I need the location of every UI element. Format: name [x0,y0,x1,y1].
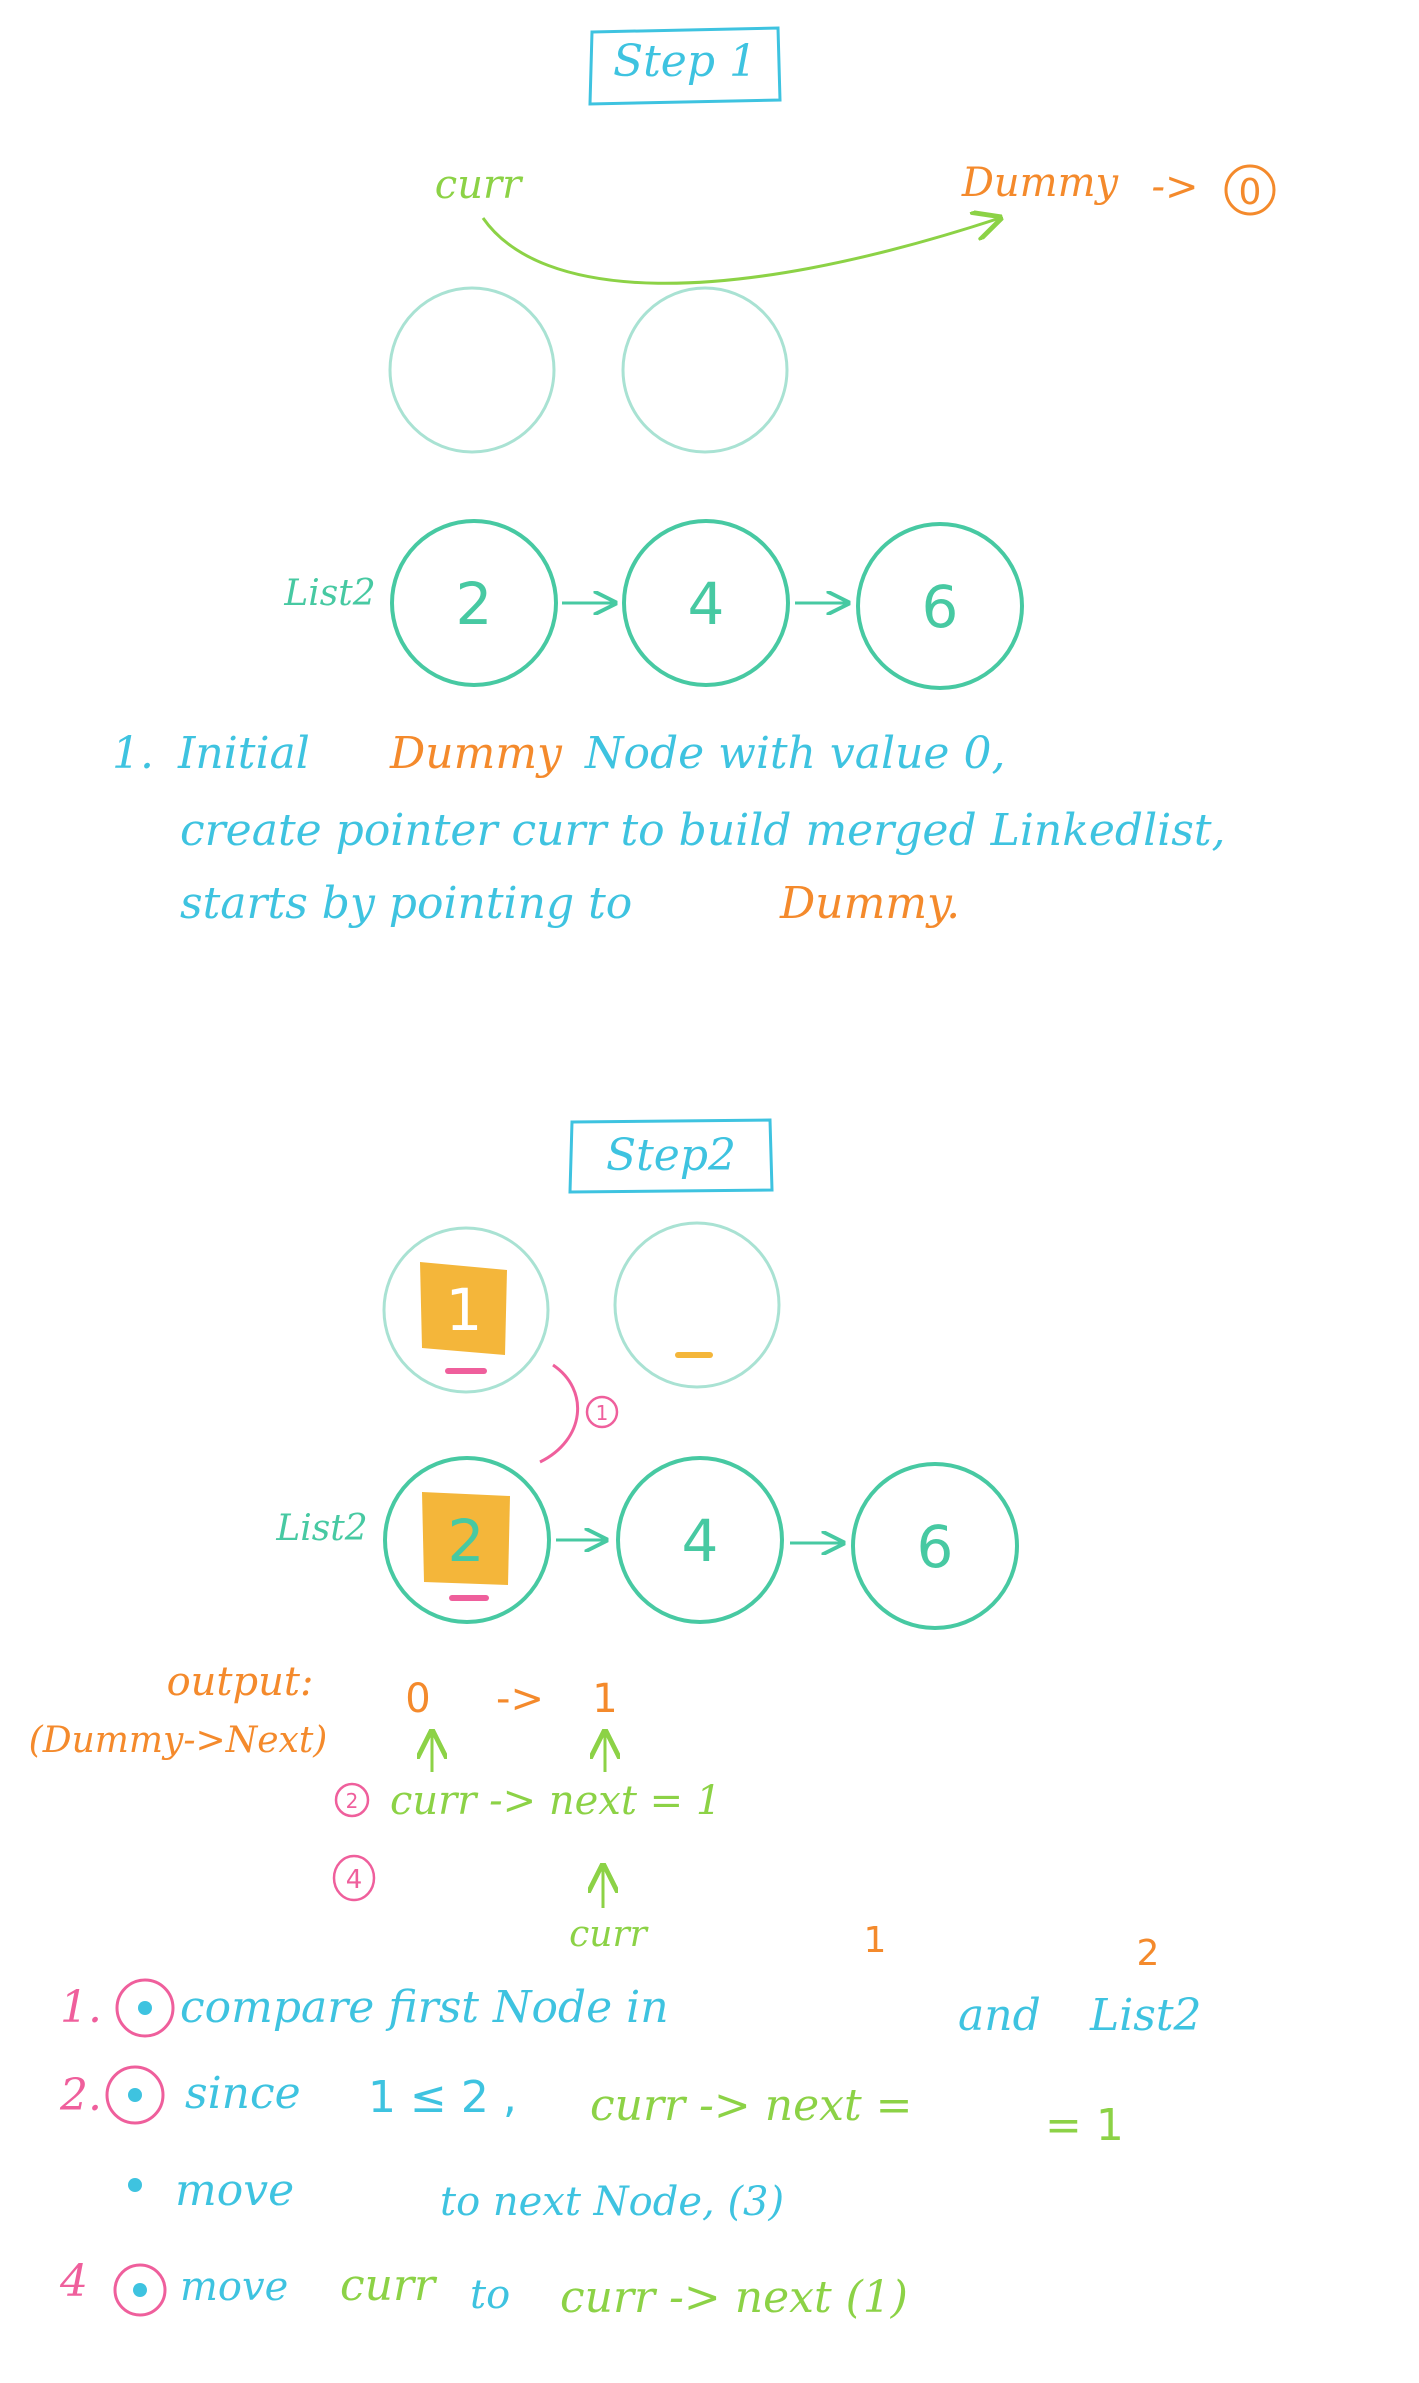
step2-list2-node-3-value: 6 [917,1513,954,1581]
output-label: output: [167,1659,314,1705]
bullet4-next: curr -> next (1) [560,2272,908,2323]
list1-node-empty-2 [621,286,789,454]
bullet2-text: since [185,2068,301,2119]
step2-list2-node-1-highlight [422,1492,510,1585]
bullet2-eq: = 1 [1045,2100,1124,2151]
step2-title: Step2 [606,1130,736,1181]
step1-title-box: Step 1 [588,26,782,106]
bullet2-circle [105,2065,165,2125]
step2-list2-label: List2 [275,1508,367,1549]
bullet1-number: 1. [60,1982,102,2033]
bullet2-number: 2. [59,2070,102,2121]
bullet2-dot [128,2088,142,2102]
list1-node-2 [613,1221,781,1389]
bullet3-rest: to next Node, (3) [440,2179,784,2225]
step1-title: Step 1 [613,36,757,87]
compare-mark-circle [585,1395,619,1429]
dummy-value: 0 [1239,172,1262,213]
list2-label: List2 [283,573,375,614]
bullet1-and: and [958,1990,1041,2041]
note-initial: Initial [177,728,310,779]
dummy-label: Dummy [961,160,1120,206]
bullet1-circle [115,1978,175,2038]
step2-title-box: Step2 [568,1118,774,1194]
list1-node-1-highlight [420,1262,507,1355]
bullet1-list2: List2 [1089,1990,1202,2041]
bullet4-text: move [180,2264,288,2310]
curr-next-text: curr -> next = 1 [390,1778,721,1824]
bullet1-small-1: 1 [864,1920,887,1961]
list2-node-3-value: 6 [922,573,959,641]
list1-node-1 [382,1226,550,1394]
note-dummy: Dummy [389,728,563,779]
note-dummy2: Dummy. [779,878,960,929]
step2-list2-node-3 [851,1462,1019,1630]
bullet4-curr: curr [340,2260,438,2311]
note-number: 1. [112,728,154,779]
dummy-next-label: (Dummy->Next) [29,1720,328,1761]
step2-list2-node-2 [616,1456,784,1624]
list2-node-3 [856,522,1024,690]
bullet4-to: to [470,2272,510,2318]
step2-list2-node-2-value: 4 [682,1507,719,1575]
note-starts: starts by pointing to [180,878,632,929]
list1-node-1-value: 1 [446,1276,483,1344]
bullet2-compare: 1 ≤ 2 , [368,2072,517,2123]
output-arrow: -> [496,1676,544,1722]
bullet4-number: 4 [59,2256,88,2307]
compare-mark: 1 [596,1401,609,1425]
marker2: 2 [346,1789,359,1813]
bullet3-dot [128,2178,142,2192]
curr-below-label: curr [569,1914,649,1955]
marker2-circle [334,1782,370,1818]
step2-list2-node-1 [383,1456,551,1624]
list2-node-1 [390,519,558,687]
dummy-arrow: -> [1151,164,1198,210]
bullet1-dot [138,2001,152,2015]
note-rest1: Node with value 0, [584,728,1005,779]
bullet1-text: compare first Node in [180,1982,669,2033]
note-line2: create pointer curr to build merged Link… [180,805,1226,856]
bullet4-circle [113,2263,167,2317]
marker4: 4 [346,1865,363,1895]
output-value-1: 1 [592,1676,617,1722]
step1-note: 1. Initial Dummy Node with value 0, crea… [112,728,1226,929]
bullet3-text: move [175,2165,294,2216]
bullet2-curr: curr -> next = [590,2080,912,2131]
list1-node-empty-1 [388,286,556,454]
list2-node-1-value: 2 [456,570,493,638]
curr-to-dummy-arrow [481,218,1000,285]
output-value-0: 0 [405,1676,430,1722]
list2-node-2 [622,519,790,687]
dummy-value-circle [1224,164,1276,216]
bullet4-dot [133,2283,147,2297]
curr-label: curr [435,162,524,208]
bullet1-small-2: 2 [1137,1933,1160,1974]
step2-list2-node-1-value: 2 [448,1507,485,1575]
list2-node-2-value: 4 [688,570,725,638]
marker4-circle [332,1854,376,1902]
compare-arc [539,1363,580,1464]
